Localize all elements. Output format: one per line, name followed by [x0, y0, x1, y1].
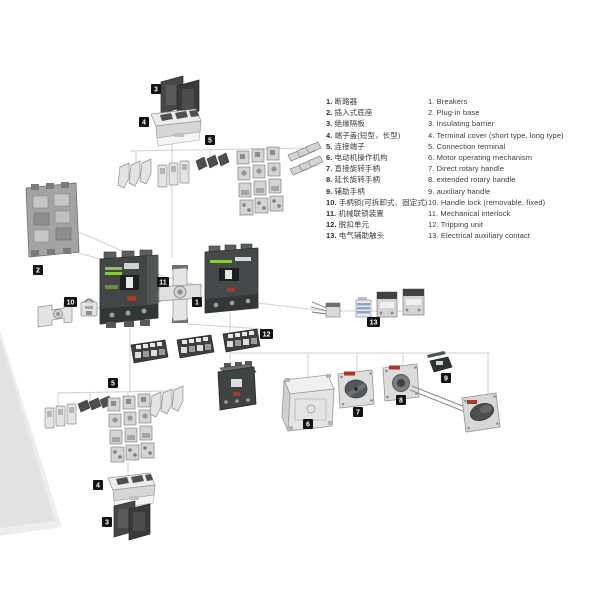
- legend-row: 5.连接端子 5. Connection terminal: [326, 141, 506, 151]
- label-4-top: 4: [142, 120, 146, 127]
- label-12: 12: [263, 332, 271, 339]
- label-3-bottom: 3: [105, 520, 109, 527]
- label-10: 10: [67, 300, 75, 307]
- aux-contacts: [310, 288, 425, 318]
- breaker-secondary: [204, 243, 259, 314]
- label-11: 11: [159, 280, 167, 287]
- label-4-bottom: 4: [96, 483, 100, 490]
- handle-lock: [37, 298, 98, 328]
- connection-terminals-top: [117, 141, 324, 216]
- legend-row: 2.插入式底座 2. Plug-in base: [326, 108, 480, 118]
- insulating-barriers-top: [160, 75, 200, 119]
- legend-row: 1.断路器 1. Breakers: [326, 97, 468, 106]
- part-number-labels: 3 4 5 2 10 11 1 12 13 6 7 8 9 5 4 3: [33, 84, 451, 527]
- legend-row: 4.端子盖(短型，长型) 4. Terminal cover (short ty…: [326, 130, 564, 140]
- tripping-units: [130, 328, 261, 364]
- legend-row: 3.绝缘隔板 3. Insulating barrier: [326, 119, 495, 129]
- legend-row: 12.脱扣单元 12. Tripping unit: [326, 220, 484, 230]
- label-2: 2: [36, 268, 40, 275]
- label-1: 1: [195, 300, 199, 307]
- label-6: 6: [306, 422, 310, 429]
- breaker-bottom: [217, 361, 257, 411]
- legend-row: 6.电动机操作机构 6. Motor operating mechanism: [326, 153, 533, 163]
- label-8: 8: [399, 398, 403, 405]
- panel-handle: [461, 392, 501, 433]
- mechanical-interlock: [158, 265, 202, 323]
- plug-in-base: [25, 182, 80, 258]
- extension-shaft: [409, 385, 471, 414]
- page-shading: [0, 330, 62, 536]
- legend-row: 13.电气辅助触头 13. Electrical auxiliary conta…: [326, 231, 530, 241]
- label-3-top: 3: [154, 87, 158, 94]
- label-7: 7: [356, 410, 360, 417]
- legend-row: 10.手柄锁(可拆卸式、固定式) 10. Handle lock (remova…: [326, 197, 546, 207]
- legend-row: 11.机械联锁装置 11. Mechanical interlock: [326, 209, 511, 219]
- legend-row: 9.辅助手柄 9. auxiliary handle: [326, 186, 491, 196]
- breaker-main: [99, 249, 159, 328]
- label-9: 9: [444, 376, 448, 383]
- legend-row: 7.直接旋转手柄 7. Direct rotary handle: [326, 164, 505, 174]
- connection-terminals-bottom: [44, 385, 184, 463]
- legend: 1.断路器 1. Breakers 2.插入式底座 2. Plug-in bas…: [326, 96, 594, 242]
- label-5-bottom: 5: [111, 381, 115, 388]
- insulating-barriers-bottom: [113, 500, 151, 541]
- terminal-cover-top: [150, 108, 202, 147]
- label-5-top: 5: [208, 138, 212, 145]
- direct-rotary-handle: [337, 369, 375, 409]
- motor-mechanism: [281, 374, 335, 432]
- legend-row: 8.延长旋转手柄 8. extended rotary handle: [326, 175, 516, 185]
- label-13: 13: [370, 320, 378, 327]
- extended-rotary-handle: [382, 363, 420, 402]
- auxiliary-handle: [427, 351, 453, 373]
